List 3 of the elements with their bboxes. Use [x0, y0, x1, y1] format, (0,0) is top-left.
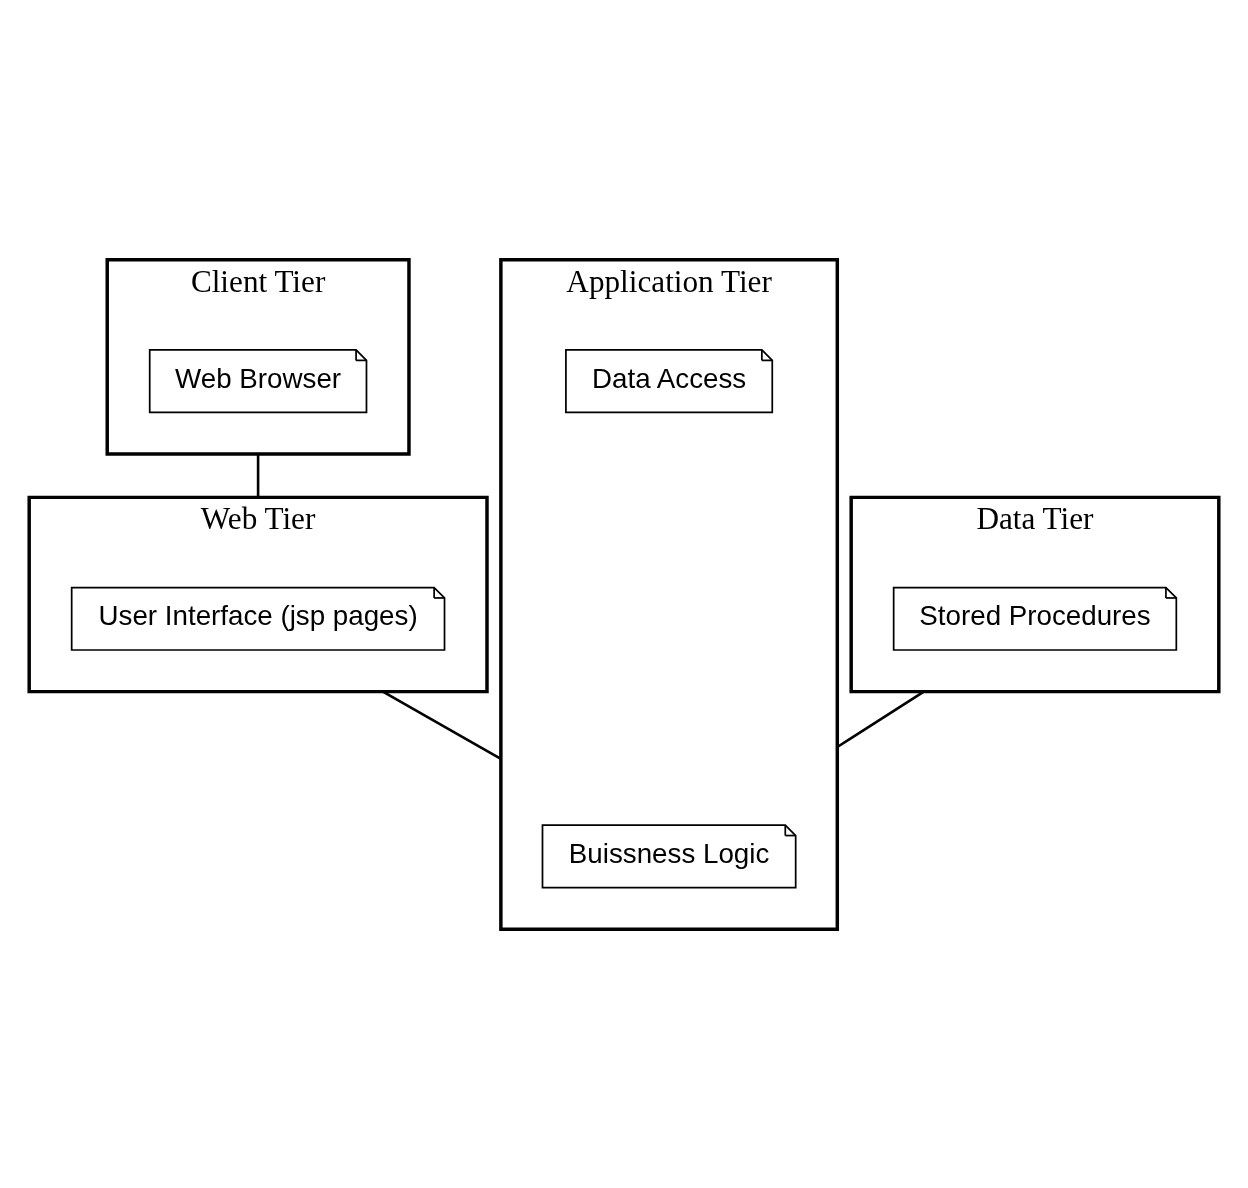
connector	[382, 689, 502, 760]
connector	[256, 453, 260, 497]
connector	[836, 690, 925, 748]
